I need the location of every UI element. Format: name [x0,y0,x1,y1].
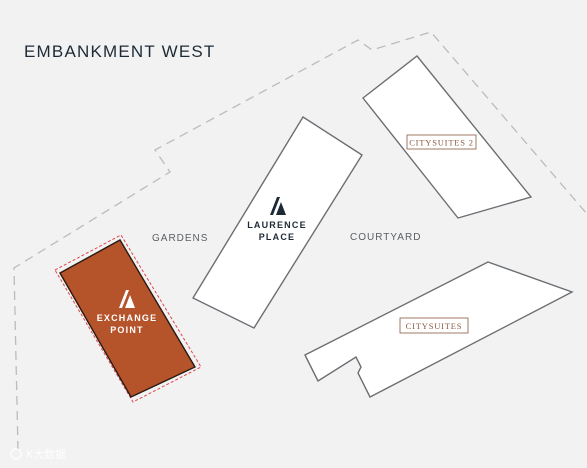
stylized-a-logo-icon [119,290,135,308]
map-title: EMBANKMENT WEST [24,42,215,61]
watermark-text: K大数据 [26,447,66,461]
site-boundary [13,31,587,451]
exchange-point-name-line1: EXCHANGE [97,313,158,323]
exchange-point-name-line2: POINT [110,325,144,335]
citysuites-label: CITYSUITES [406,321,463,331]
citysuites-badge [399,317,469,334]
watermark: K大数据 [10,447,66,461]
citysuites-2-badge [406,134,477,150]
building-exchange-point-shape [59,239,196,398]
laurence-place-name-line2: PLACE [259,232,296,242]
laurence-place-name-line1: LAURENCE [247,220,307,230]
citysuites-2-label: CITYSUITES 2 [409,138,474,148]
watermark-icon [10,448,22,460]
courtyard-label: COURTYARD [350,232,421,243]
exchange-point-highlight-outline [54,234,202,403]
building-laurence-place[interactable]: LAURENCE PLACE [192,116,363,329]
gardens-label: GARDENS [152,233,208,244]
building-citysuites-2[interactable]: CITYSUITES 2 [362,55,533,219]
building-citysuites[interactable]: CITYSUITES [304,261,574,398]
building-laurence-place-shape [192,116,363,329]
building-exchange-point[interactable]: EXCHANGE POINT [54,234,202,403]
stylized-a-logo-icon [270,197,286,215]
